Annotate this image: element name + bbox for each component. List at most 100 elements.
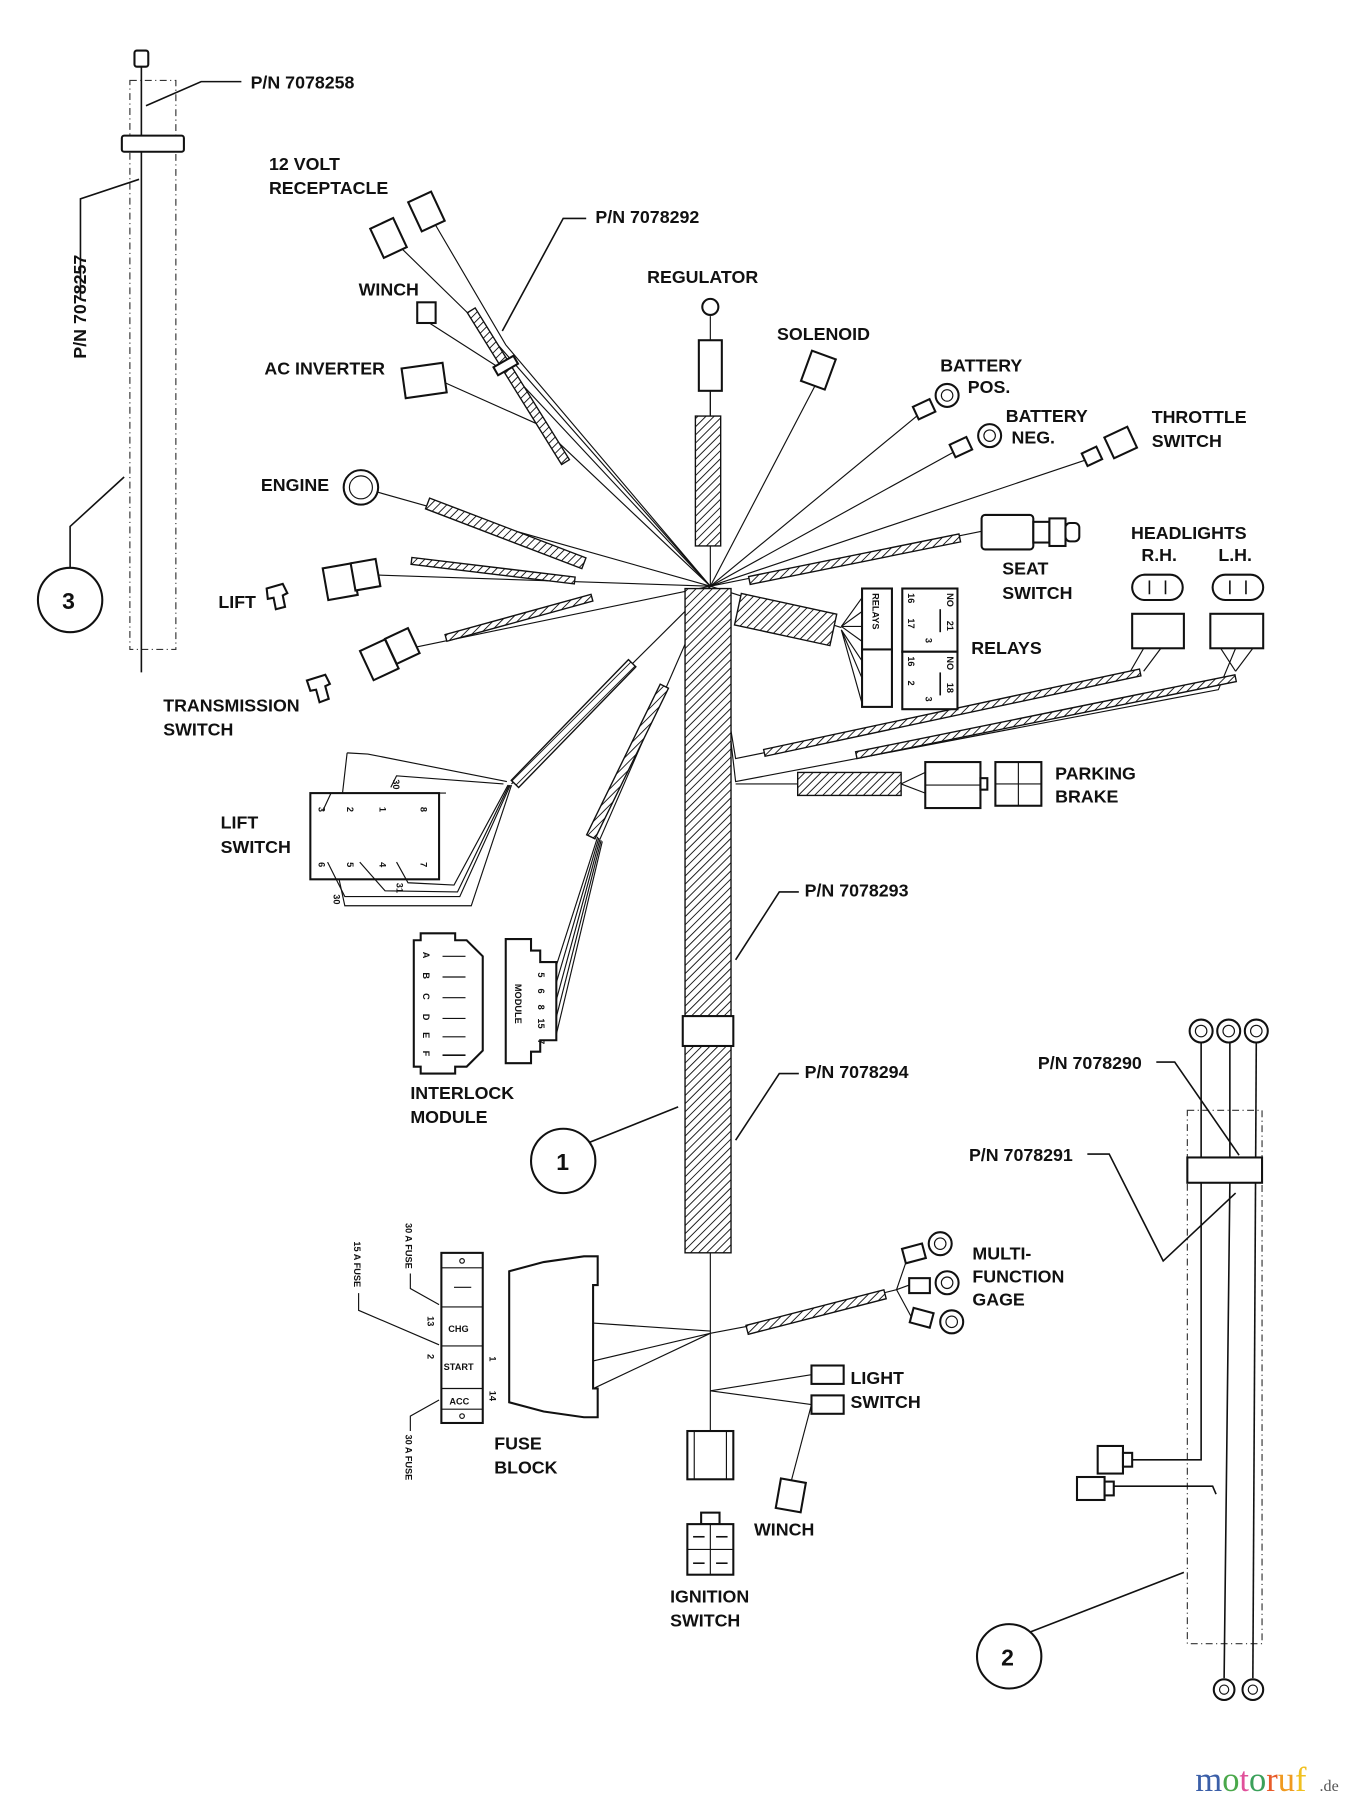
pn-7078257-label: P/N 7078257	[70, 255, 90, 359]
winch-bottom-connector	[774, 1477, 808, 1514]
wire	[1220, 647, 1237, 672]
motoruf-watermark-logo: motoruf .de	[1195, 1761, 1338, 1799]
lift-switch-label: LIFT	[221, 813, 259, 833]
relay2-pin-16: 16	[906, 656, 916, 666]
parking-brake-label-2: BRAKE	[1055, 786, 1118, 806]
hatched-harness-sections	[410, 306, 1238, 1336]
lift-switch-pin-7: 7	[419, 862, 429, 867]
relay2-pin-3: 3	[923, 697, 933, 702]
wire	[1143, 647, 1162, 672]
wire	[790, 1404, 813, 1483]
hatched-wire-p-n-7078292	[466, 306, 571, 466]
battery-neg-label: BATTERY	[1006, 406, 1088, 426]
lift-switch-pin-1: 1	[377, 807, 387, 812]
pn-7078291-label: P/N 7078291	[969, 1145, 1073, 1165]
throttle-switch-label-2: SWITCH	[1152, 431, 1222, 451]
multi-function-gage-terminals	[900, 1231, 965, 1335]
wires	[367, 211, 1254, 1483]
wire	[710, 459, 1087, 587]
light-switch-label-2: SWITCH	[851, 1392, 921, 1412]
lift-switch-label-2: SWITCH	[221, 837, 291, 857]
module-pin-15: 15	[536, 1018, 546, 1028]
fuse-15a: 15 A FUSE	[352, 1241, 362, 1287]
wire	[710, 1390, 812, 1406]
light-switch-connector-2	[810, 1394, 845, 1415]
receptacle-connectors	[368, 190, 520, 400]
hatched-wire-seat-switch	[747, 533, 962, 586]
lift-switch-pin-31: 31	[395, 883, 405, 893]
ac-inverter-label: AC INVERTER	[264, 359, 385, 379]
transmission-switch-connector	[305, 626, 421, 704]
battery-neg-terminal	[948, 423, 1003, 459]
light-switch-connector-1	[810, 1364, 845, 1385]
lift-switch-pin-4: 4	[377, 862, 387, 868]
seat-switch	[980, 513, 1081, 551]
solenoid-label: SOLENOID	[777, 324, 870, 344]
multi-function-gage-label: MULTI-	[972, 1244, 1031, 1264]
callout-3: 3	[62, 588, 75, 614]
fuse-pin-14: 14	[488, 1391, 498, 1402]
fuse-pin-13: 13	[426, 1316, 436, 1326]
winch-top-label: WINCH	[359, 279, 419, 299]
interlock-pin-b: B	[421, 972, 431, 979]
fuse-block-label-2: BLOCK	[494, 1458, 557, 1478]
interlock-pins: A B C D E F MODULE 5 6 8 15 7	[421, 952, 546, 1057]
relay1-pin-16: 16	[906, 593, 916, 603]
callout-1: 1	[556, 1149, 569, 1175]
hatched-wire-lift-switch	[510, 658, 637, 789]
module-pin-5: 5	[536, 972, 546, 977]
headlights-rh-label: R.H.	[1141, 545, 1177, 565]
hatched-wire-regulator	[694, 415, 722, 547]
headlights-label: HEADLIGHTS	[1131, 523, 1247, 543]
lift-switch-pin-30-top: 30	[391, 779, 401, 789]
wire	[574, 1321, 711, 1332]
hatched-wire-interlock	[585, 683, 670, 840]
multi-function-gage-label-2: FUNCTION	[972, 1267, 1064, 1287]
main-trunk-p-n-7078294	[684, 1045, 732, 1254]
relay2-pin-18: 18	[945, 683, 955, 693]
interlock-pin-a: A	[421, 952, 431, 959]
hatched-wire-lift	[410, 556, 576, 585]
regulator-label: REGULATOR	[647, 267, 758, 287]
wire	[588, 1332, 711, 1363]
ignition-switch-label: IGNITION	[670, 1586, 749, 1606]
relay2-pin-no: NO	[945, 656, 955, 670]
svg-text:.de: .de	[1320, 1778, 1339, 1795]
main-trunk-p-n-7078293	[684, 587, 732, 1017]
pn-7078294-label: P/N 7078294	[805, 1062, 909, 1082]
lift-switch-connector	[309, 752, 513, 907]
parking-brake-label: PARKING	[1055, 763, 1136, 783]
seat-switch-label: SEAT	[1002, 559, 1048, 579]
regulator-terminal	[701, 297, 720, 316]
wire	[427, 211, 711, 587]
module-pin-6: 6	[536, 989, 546, 994]
interlock-module-connector	[412, 836, 603, 1075]
hatched-wire-engine	[424, 497, 587, 570]
relay-block	[840, 587, 959, 711]
trunk-joint-band	[681, 1015, 735, 1048]
parking-brake-connector	[900, 761, 1043, 810]
engine-ring-terminal	[342, 469, 380, 506]
battery-pos-label-2: POS.	[968, 377, 1011, 397]
relays-label: RELAYS	[971, 638, 1042, 658]
interlock-pin-c: C	[421, 993, 431, 1000]
wire	[709, 379, 819, 587]
fuse-30a-bottom: 30 A FUSE	[404, 1434, 414, 1480]
headlight-rh	[1131, 573, 1185, 650]
throttle-switch-label: THROTTLE	[1152, 407, 1247, 427]
battery-neg-label-2: NEG.	[1011, 428, 1055, 448]
relay1-pin-no: NO	[945, 593, 955, 607]
interlock-module-label: INTERLOCK	[410, 1083, 514, 1103]
pn-7078258-label: P/N 7078258	[251, 73, 355, 93]
seat-switch-label-2: SWITCH	[1002, 583, 1072, 603]
wire	[1235, 647, 1254, 672]
fuse-block-label: FUSE	[494, 1433, 542, 1453]
fuse-pin-2: 2	[426, 1354, 436, 1359]
lift-switch-pin-5: 5	[345, 862, 355, 867]
lift-switch-pin-6: 6	[316, 862, 326, 867]
relay1-pin-3: 3	[923, 638, 933, 643]
relay2-pin-2: 2	[906, 680, 916, 685]
interlock-module-label-2: MODULE	[410, 1107, 487, 1127]
hatched-wire-transmission	[444, 593, 594, 643]
